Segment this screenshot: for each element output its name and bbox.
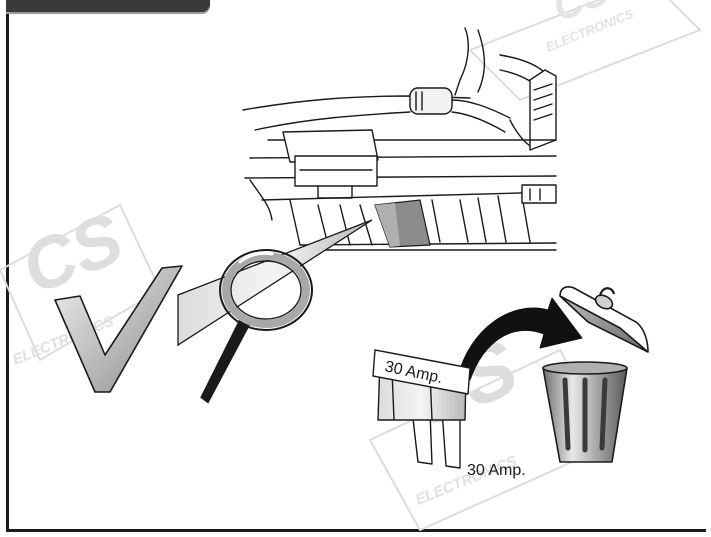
trash-can-lid — [559, 286, 649, 353]
trash-can-icon — [542, 286, 649, 463]
watermark-top-right: ELECTRONICS CS — [468, 0, 702, 102]
watermark-logo-left: CS — [11, 198, 134, 310]
magnifier-icon — [177, 219, 373, 405]
header-tab — [6, 0, 210, 12]
checkmark-icon — [54, 265, 183, 393]
curved-arrow-icon — [457, 297, 583, 381]
blade-fuse-icon: 30 Amp. — [372, 349, 471, 469]
fuse-caption: 30 Amp. — [467, 462, 526, 479]
fuse-box-drawing — [242, 27, 557, 251]
